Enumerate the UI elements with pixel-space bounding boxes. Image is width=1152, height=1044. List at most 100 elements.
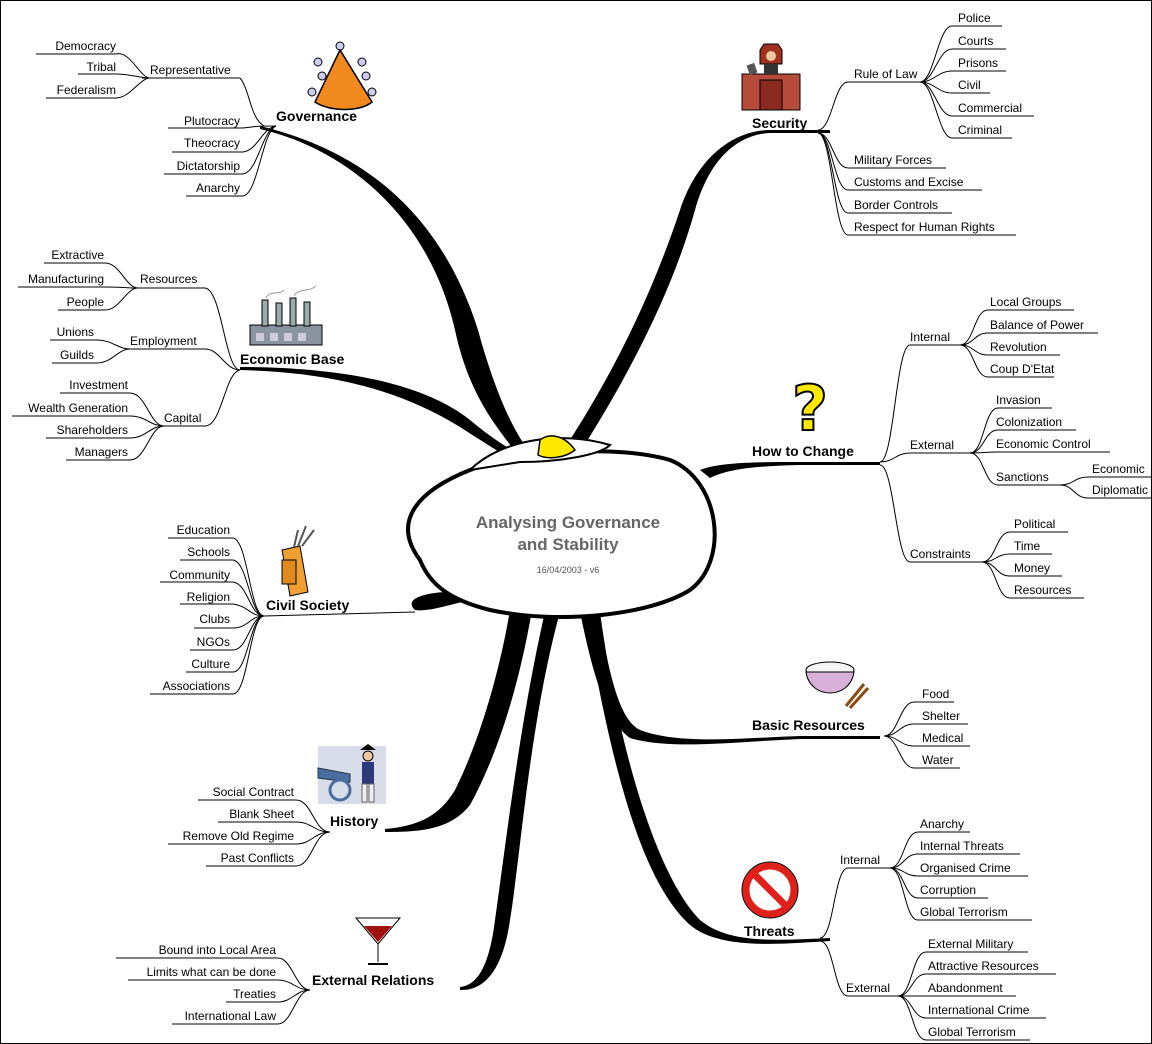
central-title-line1: Analysing Governance [476,513,660,532]
change-economic-control: Economic Control [996,437,1091,451]
economic-employment: Employment [130,334,197,348]
branch-governance: Governance Representative Democracy Trib… [36,39,377,197]
threats-external-military: External Military [928,937,1013,951]
change-sanctions: Sanctions [996,470,1049,484]
civil-society-label: Civil Society [266,597,349,613]
threats-anarchy: Anarchy [920,817,964,831]
governance-representative: Representative [150,63,231,77]
branch-civil-society: Civil Society Education Schools Communit… [150,523,416,695]
security-rule-of-law: Rule of Law [854,67,918,81]
change-resources: Resources [1014,583,1071,597]
basic-medical: Medical [922,731,963,745]
change-time: Time [1014,539,1041,553]
judge-icon [741,43,801,111]
governance-plutocracy: Plutocracy [184,114,240,128]
governance-democracy: Democracy [55,39,116,53]
change-balance-of-power: Balance of Power [990,318,1084,332]
external-relations-international-law: International Law [185,1009,277,1023]
main-branches [240,126,880,990]
economic-people: People [67,295,105,309]
security-police: Police [958,11,991,25]
economic-capital: Capital [164,411,201,425]
branch-economic-base: Economic Base Resources Extractive Manuf… [12,248,344,461]
economic-guilds: Guilds [60,348,94,362]
question-mark-icon: ? [791,371,829,446]
external-relations-label: External Relations [312,972,434,988]
threats-international-crime: International Crime [928,1003,1030,1017]
external-relations-limits: Limits what can be done [147,965,277,979]
external-relations-bound: Bound into Local Area [159,943,277,957]
threats-abandonment: Abandonment [928,981,1003,995]
change-money: Money [1014,561,1050,575]
how-to-change-label: How to Change [752,443,854,459]
security-military-forces: Military Forces [854,153,932,167]
threats-global-terrorism-external: Global Terrorism [928,1025,1016,1039]
cocktail-glass-icon [354,917,402,965]
security-customs: Customs and Excise [854,175,964,189]
change-external: External [910,438,954,452]
change-coup: Coup D'Etat [990,362,1055,376]
basic-food: Food [922,687,949,701]
history-social-contract: Social Contract [213,785,295,799]
branch-basic-resources: Basic Resources Food Shelter Medical Wat… [752,661,970,769]
threats-external: External [846,981,890,995]
governance-anarchy: Anarchy [196,181,240,195]
threats-label: Threats [744,923,795,939]
central-title-line2: and Stability [517,535,619,554]
economic-manufacturing: Manufacturing [28,272,104,286]
factory-icon [249,285,323,346]
change-invasion: Invasion [996,393,1041,407]
basic-shelter: Shelter [922,709,960,723]
rice-bowl-icon [805,661,870,710]
governance-label: Governance [276,108,357,124]
security-prisons: Prisons [958,56,998,70]
governance-tribal: Tribal [86,60,116,74]
security-civil: Civil [958,78,981,92]
economic-shareholders: Shareholders [57,423,128,437]
change-constraints: Constraints [910,547,971,561]
economic-base-label: Economic Base [240,351,344,367]
civil-clubs: Clubs [199,612,230,626]
branch-history: History Social Contract Blank Sheet Remo… [168,744,386,867]
threats-corruption: Corruption [920,883,976,897]
branch-how-to-change: How to Change Internal Local Groups Bala… [752,295,1152,599]
security-human-rights: Respect for Human Rights [854,220,995,234]
threats-internal-threats: Internal Threats [920,839,1004,853]
central-topic: Analysing Governance and Stability 16/04… [406,435,717,620]
security-commercial: Commercial [958,101,1022,115]
threats-organised-crime: Organised Crime [920,861,1011,875]
change-sanctions-diplomatic: Diplomatic [1092,483,1148,497]
change-revolution: Revolution [990,340,1047,354]
economic-wealth-generation: Wealth Generation [28,401,128,415]
governance-federalism: Federalism [57,83,116,97]
soldier-cannon-icon [317,744,386,804]
central-subtitle: 16/04/2003 - v6 [537,565,600,575]
economic-investment: Investment [69,378,128,392]
economic-managers: Managers [75,445,128,459]
history-past-conflicts: Past Conflicts [221,851,294,865]
history-remove-old-regime: Remove Old Regime [183,829,295,843]
change-colonization: Colonization [996,415,1062,429]
economic-resources: Resources [140,272,197,286]
change-local-groups: Local Groups [990,295,1061,309]
governance-dictatorship: Dictatorship [177,159,241,173]
threats-global-terrorism-internal: Global Terrorism [920,905,1008,919]
branch-security: Security Rule of Law Police Courts Priso… [741,11,1034,236]
civil-schools: Schools [187,545,230,559]
economic-extractive: Extractive [51,248,104,262]
history-label: History [330,813,378,829]
civil-community: Community [169,568,230,582]
security-criminal: Criminal [958,123,1002,137]
change-internal: Internal [910,330,950,344]
change-sanctions-economic: Economic [1092,462,1145,476]
branch-external-relations: External Relations Bound into Local Area… [116,917,434,1025]
economic-unions: Unions [57,325,94,339]
meeting-table-icon [307,41,377,111]
svg-text:?: ? [792,372,828,445]
security-courts: Courts [958,34,993,48]
civil-associations: Associations [163,679,230,693]
security-border-controls: Border Controls [854,198,938,212]
civil-culture: Culture [191,657,230,671]
external-relations-treaties: Treaties [233,987,276,1001]
